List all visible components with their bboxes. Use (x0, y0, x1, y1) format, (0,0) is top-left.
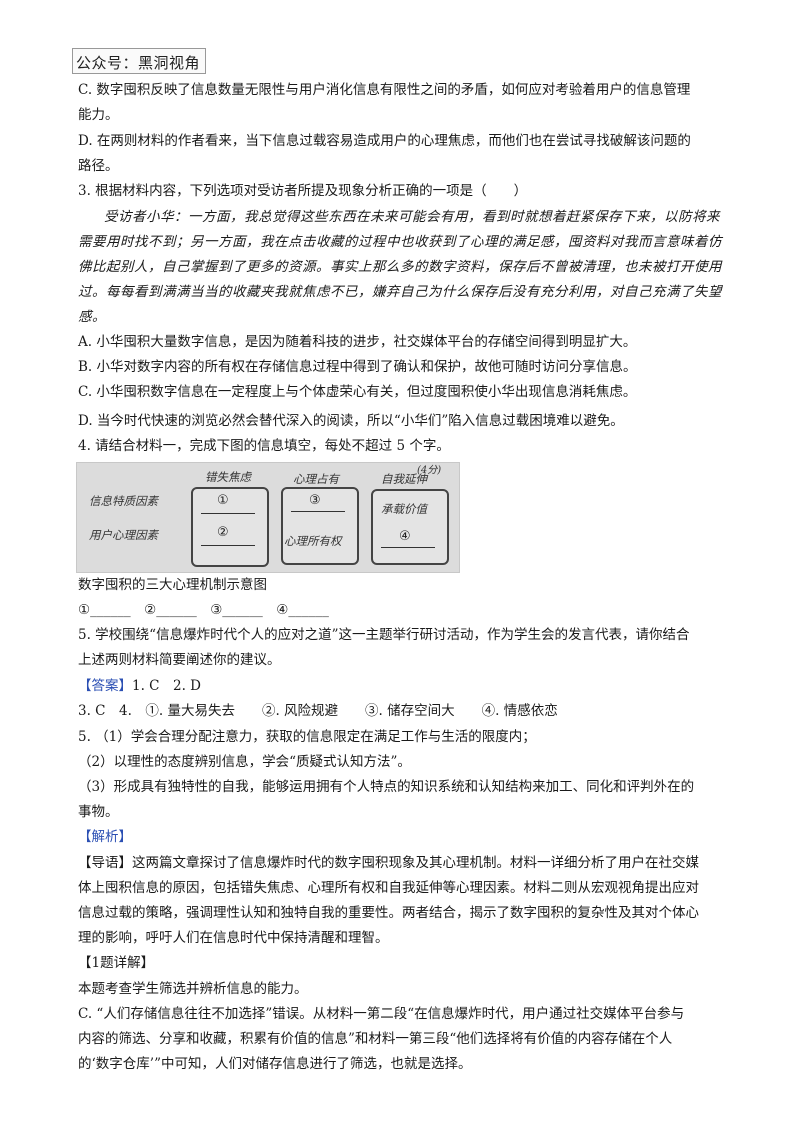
option-c-q3: C. 小华囤积数字信息在一定程度上与个体虚荣心有关，但过度囤积使小华出现信息消耗… (78, 384, 637, 400)
col-head-extension: 自我延伸 (381, 472, 427, 486)
guide-line3: 信息过载的策略，强调理性认知和独特自我的重要性。两者结合，揭示了数字囤积的复杂性… (78, 905, 699, 921)
col-head-fomo: 错失焦虑 (205, 470, 251, 484)
watermark: 公众号：黑洞视角 (76, 54, 201, 72)
question-3: 3. 根据材料内容，下列选项对受访者所提及现象分析正确的一项是（ ） (78, 183, 528, 199)
answer-line1: 1. C 2. D (132, 678, 201, 694)
blank-3-line (291, 511, 345, 512)
quote-line5: 感。 (78, 309, 106, 325)
blank-3-marker: ③ (309, 493, 321, 508)
detail-line1: 本题考查学生筛选并辨析信息的能力。 (78, 981, 308, 997)
quote-line4: 过。每每看到满满当当的收藏夹我就焦虑不已，嫌弃自己为什么保存后没有充分利用，对自… (78, 284, 722, 300)
figure-caption: 数字囤积的三大心理机制示意图 (78, 577, 267, 593)
answer-line2: 3. C 4. ①. 量大易失去 ②. 风险规避 ③. 储存空间大 ④. 情感依… (78, 703, 558, 719)
fill-in-blanks: ①______ ②______ ③______ ④______ (78, 602, 329, 618)
answer-5-line3: （3）形成具有独特性的自我，能够运用拥有个人特点的知识系统和认知结构来加工、同化… (78, 779, 695, 795)
box-fomo (191, 487, 269, 567)
detail-line3: 内容的筛选、分享和收藏，积累有价值的信息”和材料一第三段“他们选择将有价值的内容… (78, 1031, 673, 1047)
answer-5-line2: （2）以理性的态度辨别信息，学会“质疑式认知方法”。 (78, 754, 411, 770)
question-4: 4. 请结合材料一，完成下图的信息填空，每处不超过 5 个字。 (78, 438, 450, 454)
detail-line2: C. “人们存储信息往往不加选择”错误。从材料一第二段“在信息爆炸时代，用户通过… (78, 1006, 685, 1022)
option-d-q2-line1: D. 在两则材料的作者看来，当下信息过载容易造成用户的心理焦虑，而他们也在尝试寻… (78, 133, 691, 149)
quote-line3: 佛比起别人，自己掌握到了更多的资源。事实上那么多的数字资料，保存后不曾被清理，也… (78, 259, 722, 275)
blank-1-marker: ① (217, 493, 229, 508)
possession-bottom-text: 心理所有权 (284, 534, 342, 548)
option-a-q3: A. 小华囤积大量数字信息，是因为随着科技的进步，社交媒体平台的存储空间得到明显… (78, 334, 637, 350)
blank-2-line (201, 545, 255, 546)
detail-tag: 【1题详解】 (78, 955, 155, 971)
blank-2-marker: ② (217, 525, 229, 540)
extension-top-text: 承载价值 (381, 502, 427, 516)
quote-line2: 需要用时找不到；另一方面，我在点击收藏的过程中也收获到了心理的满足感，囤资料对我… (78, 234, 722, 250)
blank-1-line (201, 513, 255, 514)
blank-4-line (381, 547, 435, 548)
row-label-user-psych: 用户心理因素 (89, 528, 158, 542)
box-extension (371, 489, 449, 565)
guide-line1: 【导语】这两篇文章探讨了信息爆炸时代的数字囤积现象及其心理机制。材料一详细分析了… (78, 855, 699, 871)
analysis-tag: 【解析】 (78, 829, 132, 845)
option-d-q3: D. 当今时代快速的浏览必然会替代深入的阅读，所以“小华们”陷入信息过载困境难以… (78, 413, 624, 429)
guide-line4: 理的影响，呼吁人们在信息时代中保持清醒和理智。 (78, 930, 389, 946)
detail-line4: 的‘数字仓库’”中可知，人们对储存信息进行了筛选，也就是选择。 (78, 1056, 472, 1072)
corner-note: (4分) (417, 465, 442, 476)
quote-line1: 受访者小华：一方面，我总觉得这些东西在未来可能会有用，看到时就想着赶紧保存下来，… (104, 209, 720, 225)
option-d-q2-line2: 路径。 (78, 158, 119, 174)
blank-4-marker: ④ (399, 529, 411, 544)
guide-line2: 体上囤积信息的原因，包括错失焦虑、心理所有权和自我延伸等心理因素。材料二则从宏观… (78, 880, 699, 896)
question-5-line2: 上述两则材料简要阐述你的建议。 (78, 652, 281, 668)
option-b-q3: B. 小华对数字内容的所有权在存储信息过程中得到了确认和保护，故他可随时访问分享… (78, 359, 637, 375)
question-5-line1: 5. 学校围绕“信息爆炸时代个人的应对之道”这一主题举行研讨活动，作为学生会的发… (78, 627, 690, 643)
answer-tag: 【答案】 (78, 678, 132, 694)
mechanism-diagram: 错失焦虑 心理占有 自我延伸 (4分) 信息特质因素 用户心理因素 ① ② ③ … (76, 462, 460, 573)
option-c-q2-line2: 能力。 (78, 107, 119, 123)
box-possession (281, 487, 359, 565)
answer-5-line4: 事物。 (78, 804, 119, 820)
row-label-info-traits: 信息特质因素 (89, 494, 158, 508)
option-c-q2-line1: C. 数字囤积反映了信息数量无限性与用户消化信息有限性之间的矛盾，如何应对考验着… (78, 82, 691, 98)
answer-5-line1: 5. （1）学会合理分配注意力，获取的信息限定在满足工作与生活的限度内； (78, 729, 536, 745)
col-head-possession: 心理占有 (293, 472, 339, 486)
watermark-box (72, 48, 206, 74)
